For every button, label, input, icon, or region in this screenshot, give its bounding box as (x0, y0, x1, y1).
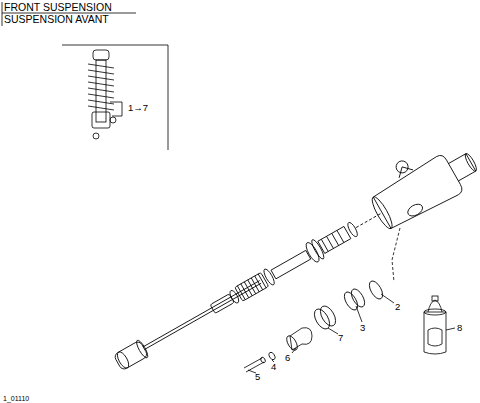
piston (290, 328, 312, 350)
hidden-line (392, 228, 400, 282)
inset-frame (62, 45, 168, 46)
callout-number: 2 (395, 302, 400, 312)
callout-number: 5 (255, 372, 260, 382)
leader-lines (248, 294, 455, 373)
callout-number: 7 (338, 333, 343, 343)
callout-number: 4 (271, 362, 276, 372)
figure-code: 1_01110 (3, 395, 29, 402)
title: FRONT SUSPENSION (4, 2, 112, 13)
o-ring (367, 279, 386, 301)
title-rule (2, 2, 3, 26)
exploded-parts (244, 279, 446, 372)
callout-number: 1→7 (128, 103, 148, 113)
shock-absorber (100, 130, 480, 382)
spray-can (424, 312, 446, 354)
callout-number: 6 (285, 353, 290, 363)
inset-frame (168, 45, 169, 150)
callout-number: 8 (457, 323, 462, 333)
subtitle: SUSPENSION AVANT (4, 14, 109, 25)
washer (268, 351, 276, 360)
inset-shock (88, 50, 122, 139)
callout-number: 3 (360, 323, 365, 333)
